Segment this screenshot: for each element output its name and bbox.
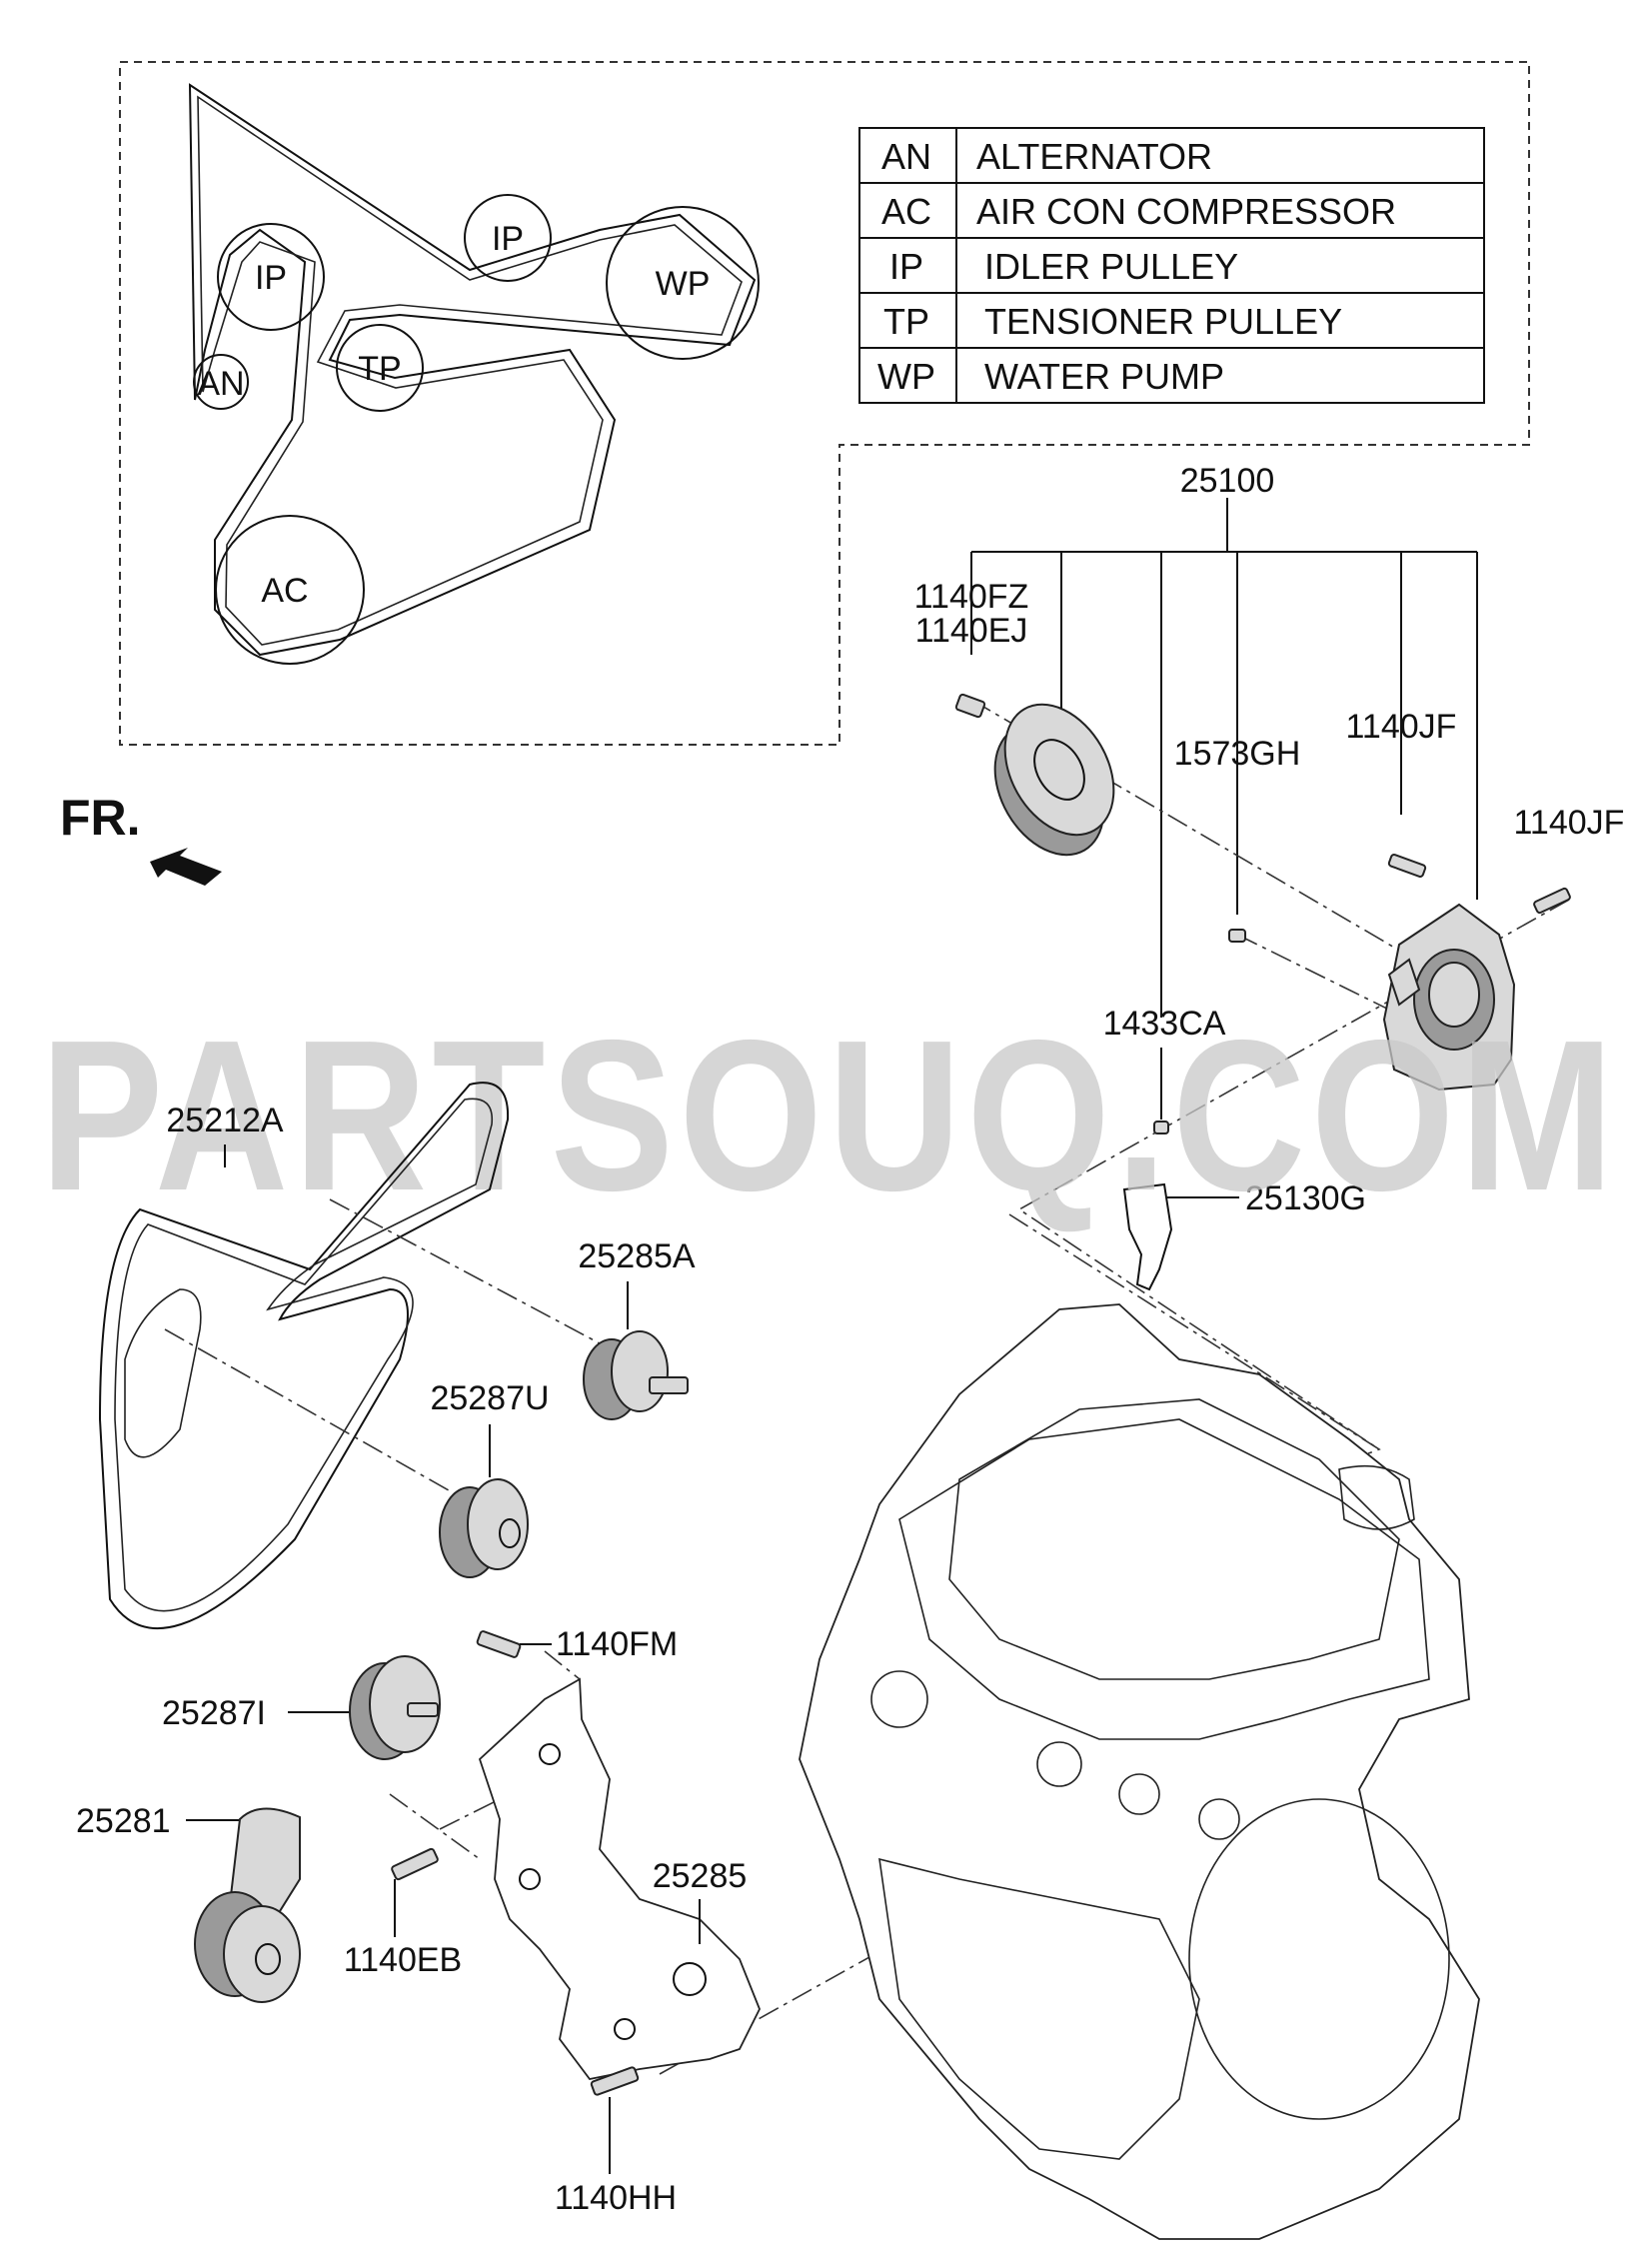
bracket-axis-1	[389, 1793, 481, 1860]
pulley-axis-1	[329, 1198, 631, 1360]
idler-pulley-25285a: 25285A	[578, 1237, 696, 1420]
legend-name-3: IDLER PULLEY	[984, 246, 1238, 287]
engine-oil-filler	[1338, 1464, 1415, 1530]
drive-belt-inner	[114, 1098, 494, 1612]
bolt-1140eb-group: 1140EB	[344, 1847, 462, 1979]
bolt-1140fm-group: 1140FM	[476, 1625, 678, 1663]
legend-name-2: AIR CON COMPRESSOR	[976, 191, 1396, 232]
inset-label-tp: TP	[358, 350, 401, 388]
label-25130g: 25130G	[1245, 1179, 1366, 1217]
legend-border	[858, 127, 1485, 404]
engine-port-1	[870, 1670, 928, 1728]
legend-name-1: ALTERNATOR	[976, 136, 1212, 177]
watermark: PARTSOUQ.COM	[40, 995, 1619, 1235]
label-1140ej: 1140EJ	[915, 612, 1028, 650]
bolt-1140jf-2-icon	[1533, 887, 1571, 915]
inset-belt-inner	[197, 95, 743, 646]
label-25285a: 25285A	[578, 1237, 696, 1275]
legend-code-1: AN	[881, 136, 931, 177]
label-25287i: 25287I	[162, 1694, 266, 1732]
bolt-1140eb-icon	[391, 1847, 439, 1881]
gasket-25130g-icon	[1122, 1182, 1173, 1291]
inset-pulley-ip-top	[464, 194, 552, 282]
label-1140jf-2: 1140JF	[1514, 804, 1625, 842]
inset-belt	[188, 83, 757, 657]
label-25212a: 25212A	[166, 1102, 284, 1139]
bolt-1140jf-1-icon	[1387, 854, 1427, 878]
label-1140eb: 1140EB	[344, 1941, 462, 1979]
label-1140fz: 1140FZ	[914, 578, 1029, 616]
inset-label-ip-left: IP	[255, 259, 287, 297]
inset-pulley-ip-left	[217, 223, 325, 331]
engine-port-2	[1036, 1741, 1082, 1787]
engine-port-3	[1118, 1773, 1160, 1815]
idler-pulley-25287u: 25287U	[430, 1379, 550, 1578]
bracket-25285-icon	[478, 1677, 761, 2080]
bracket-axis-2	[544, 1650, 581, 1680]
inset-pulley-tp	[336, 324, 424, 412]
idler-pulley-25287u-icon	[439, 1478, 529, 1578]
legend-code-4: TP	[883, 301, 929, 342]
stud-1573gh-icon	[1228, 929, 1246, 943]
pump-axis-2	[1236, 934, 1400, 1016]
engine-flywheel-housing	[1188, 1798, 1450, 2120]
pulley-25287i-group: 25287I	[162, 1655, 441, 1760]
label-1140fm: 1140FM	[556, 1625, 678, 1663]
engine-port-4	[1198, 1798, 1240, 1840]
bolt-1140fz-icon	[954, 693, 986, 719]
front-label: FR.	[60, 790, 141, 846]
engine-cam-cover	[948, 1398, 1400, 1680]
legend-name-4: TENSIONER PULLEY	[984, 301, 1342, 342]
legend-name-5: WATER PUMP	[984, 356, 1224, 397]
pulley-25287i-icon	[349, 1655, 441, 1760]
water-pump-pulley-icon	[993, 703, 1115, 857]
legend-code-5: WP	[877, 356, 935, 397]
drive-belt-25212a: 25212A	[98, 1082, 510, 1630]
inset-label-ip-top: IP	[492, 220, 524, 258]
inset-label-an: AN	[197, 365, 244, 403]
inset-pulley-wp	[606, 206, 760, 360]
pin-1433ca-icon	[1153, 1121, 1169, 1134]
bracket-axis-3	[439, 1798, 501, 1830]
tensioner-25281-icon	[194, 1807, 301, 2003]
inset-label-ac: AC	[261, 572, 308, 610]
engine-outline	[799, 1303, 1480, 2240]
leader-25100	[970, 498, 1478, 1018]
front-direction-indicator: FR.	[60, 790, 222, 886]
bolt-1140fm-icon	[476, 1630, 522, 1658]
pump-axis-3	[1017, 899, 1570, 1450]
bolt-1140hh-group: 1140HH	[555, 2066, 677, 2217]
legend-code-2: AC	[881, 191, 931, 232]
legend-code-3: IP	[889, 246, 923, 287]
label-1140jf-1: 1140JF	[1346, 708, 1457, 746]
engine-block-illustration	[799, 1213, 1480, 2240]
tensioner-25281-group: 25281	[76, 1802, 301, 2003]
inset-dashed-border	[119, 61, 1530, 746]
engine-cylinder-head	[898, 1418, 1430, 1740]
water-pump-body-icon	[1382, 903, 1516, 1092]
drive-belt-loop	[124, 1288, 202, 1458]
legend-table: AN ALTERNATOR AC AIR CON COMPRESSOR IP I…	[858, 127, 1485, 404]
inset-pulley-ac	[215, 515, 365, 665]
pulley-axis-2	[164, 1328, 501, 1520]
front-arrow-icon	[150, 848, 222, 886]
label-1573gh: 1573GH	[1174, 735, 1301, 773]
belt-routing-inset: IP IP AN TP WP AC	[119, 61, 1530, 746]
water-pump-group: 25100 1140FZ 1140EJ 1573GH 1140JF 1140JF…	[914, 462, 1625, 1450]
label-25285: 25285	[653, 1857, 748, 1895]
idler-pulley-25285a-icon	[583, 1330, 689, 1420]
drive-belt-outer	[98, 1082, 510, 1630]
label-25287u: 25287U	[430, 1379, 549, 1417]
engine-lower-block	[878, 1857, 1200, 2160]
label-1140hh: 1140HH	[555, 2179, 677, 2217]
label-25281: 25281	[76, 1802, 171, 1840]
label-1433ca: 1433CA	[1103, 1005, 1226, 1043]
label-25100: 25100	[1180, 462, 1275, 500]
bolt-1140hh-icon	[590, 2066, 640, 2096]
inset-pulley-an	[193, 354, 249, 410]
inset-label-wp: WP	[656, 265, 711, 303]
